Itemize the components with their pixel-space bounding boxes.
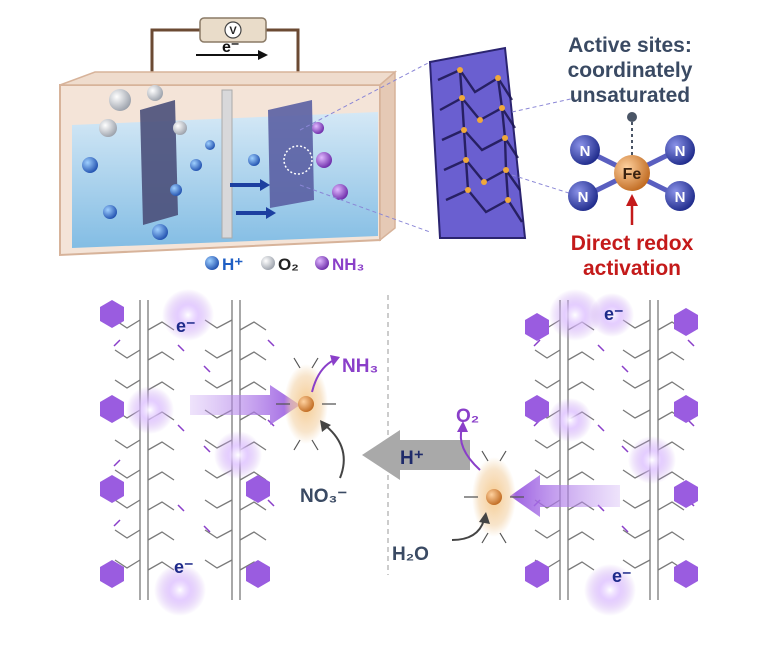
anode-electrode [140, 100, 178, 225]
electron-flow-arrow [258, 50, 268, 60]
nitrogen-atom-4 [665, 181, 695, 211]
ammonia-legend-icon [315, 256, 329, 270]
svg-text:N: N [580, 143, 591, 160]
legend-ammonia-label: NH₃ [332, 255, 364, 274]
oxygen-legend-icon [261, 256, 275, 270]
iron-atom [614, 155, 650, 191]
ammonia-product-label: NH₃ [342, 356, 378, 377]
activation-arrow [626, 194, 638, 206]
cathode-electrode [268, 100, 314, 208]
electron-label-left-top: e⁻ [176, 316, 196, 336]
oxygen-product-label: O₂ [456, 406, 479, 427]
species-legend: H⁺ O₂ NH₃ [205, 255, 364, 274]
nitrogen-atom-2 [665, 135, 695, 165]
electron-label-left-bottom: e⁻ [174, 557, 194, 577]
electron-label-right-top: e⁻ [604, 304, 624, 324]
purple-nodes-left [100, 300, 270, 588]
electron-transfer-arrow-right [510, 475, 620, 517]
nitrate-reactant-label: NO₃⁻ [300, 486, 347, 507]
proton-label: H⁺ [400, 448, 424, 469]
active-site-panel: Active sites: coordinately unsaturated N… [568, 34, 695, 280]
svg-text:N: N [578, 189, 589, 206]
activation-label-2: activation [583, 257, 681, 280]
electron-flow-label: e⁻ [222, 39, 239, 56]
electrochemical-cell: V e⁻ [59, 17, 398, 257]
water-reactant-label: H₂O [392, 544, 429, 565]
active-sites-title-2: coordinately [568, 59, 693, 82]
nitrogen-atom-1 [570, 135, 600, 165]
electron-label-right-bottom: e⁻ [612, 566, 632, 586]
nitrogen-atom-3 [568, 181, 598, 211]
svg-text:N: N [675, 143, 686, 160]
active-sites-title-3: unsaturated [570, 84, 690, 107]
legend-oxygen-label: O₂ [278, 255, 299, 274]
membrane [221, 89, 233, 239]
iron-label: Fe [623, 166, 642, 183]
proton-transfer-arrow [362, 430, 470, 480]
purple-nodes-right [525, 308, 698, 588]
active-sites-title-1: Active sites: [568, 34, 692, 57]
voltmeter-dial [224, 21, 242, 39]
proton-legend-icon [205, 256, 219, 270]
electron-glow-left-top [162, 289, 214, 341]
iron-atom-right [486, 489, 502, 505]
svg-text:N: N [675, 189, 686, 206]
voltmeter-symbol: V [229, 25, 237, 37]
legend-proton-label: H⁺ [222, 255, 243, 274]
iron-atom-left [298, 396, 314, 412]
electron-transfer-arrow-left [190, 385, 300, 425]
activation-label-1: Direct redox [571, 232, 694, 255]
framework-zoom [299, 46, 576, 239]
